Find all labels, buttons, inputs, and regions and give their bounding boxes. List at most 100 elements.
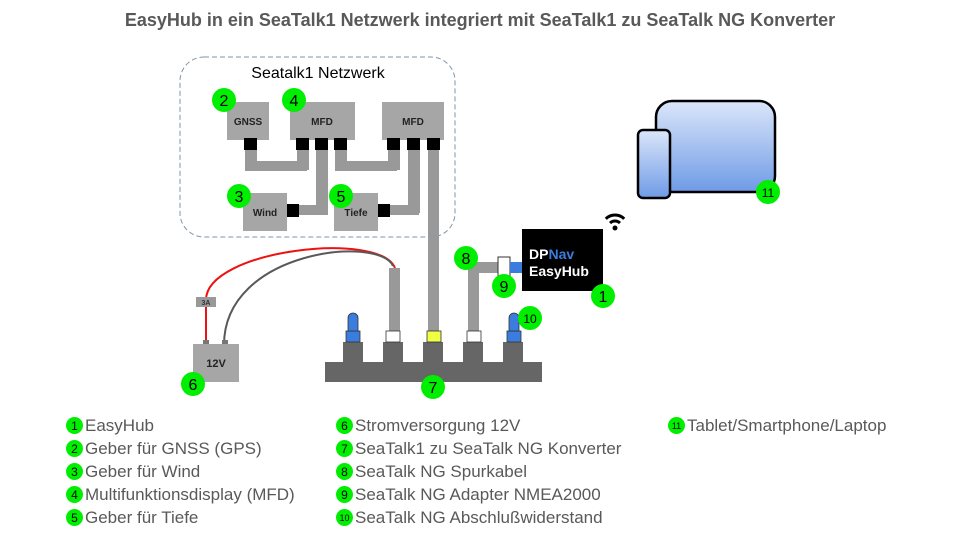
badge-2: 2 [212,88,236,112]
wifi-icon [604,213,626,231]
badge-3: 3 [227,184,251,208]
svg-text:8: 8 [462,251,471,268]
legend-badge: 8 [336,463,353,480]
port-spur [466,330,482,343]
adapter-link [510,262,523,273]
connector [296,138,309,150]
power-feed-cable [389,268,400,331]
svg-text:4: 4 [290,93,299,110]
legend-badge: 1 [66,417,83,434]
svg-text:11: 11 [762,186,775,200]
power-label: 12V [206,358,226,370]
easyhub-device: DPNav EasyHub [522,229,603,291]
legend-badge: 3 [66,463,83,480]
cable-segment [388,205,419,215]
tablet-smartphone-icon [636,99,777,200]
badge-10: 10 [518,306,542,330]
badge-8: 8 [454,246,478,270]
gnss-device: GNSS [227,102,269,150]
svg-text:6: 6 [189,377,198,394]
badge-6: 6 [181,372,205,396]
seatalk-converter [325,342,542,382]
svg-text:5: 5 [337,189,346,206]
terminator-port-left [345,330,361,343]
badge-1: 1 [591,284,615,308]
legend-text: Stromversorgung 12V [355,415,521,435]
legend-text: SeaTalk NG Adapter NMEA2000 [355,484,601,504]
svg-text:9: 9 [500,279,509,296]
seatalk1-network-group: Seatalk1 Netzwerk [179,56,456,238]
legend-text: SeaTalk NG Spurkabel [355,461,527,481]
cable-segment [388,145,400,170]
terminator-port-right [506,330,522,343]
power-cable-negative [223,250,394,346]
terminator-right [508,312,520,332]
cable-to-converter [428,145,439,331]
cable-segment [297,145,309,170]
wind-device: Wind [243,193,299,231]
badge-5: 5 [329,184,353,208]
legend-text: Geber für GNSS (GPS) [85,438,262,458]
mfd1-label: MFD [311,117,333,128]
connector [427,138,440,150]
cable-segment [408,145,420,213]
fuse: 3A [196,297,216,307]
tiefe-label: Tiefe [344,208,368,219]
port-power [385,330,401,343]
connector [334,138,347,150]
svg-text:2: 2 [220,93,229,110]
seatalk1-cables [245,145,439,331]
legend-badge: 10 [336,509,353,526]
connector [287,204,299,217]
svg-text:10: 10 [523,312,537,326]
connector [387,138,400,150]
network-group-label: Seatalk1 Netzwerk [251,65,385,82]
legend-badge: 7 [336,440,353,457]
legend-badge: 9 [336,486,353,503]
badge-9: 9 [492,274,516,298]
easyhub-brand: DPNav [529,246,574,262]
port-seatalk1 [426,330,442,343]
power-cable-positive [205,247,396,345]
legend-text: Tablet/Smartphone/Laptop [687,415,887,435]
legend-badge: 2 [66,440,83,457]
cable-segment [245,161,307,171]
connector [378,204,390,217]
spur-cable [468,262,500,331]
mfd-device-2: MFD [382,102,444,150]
cable-segment [316,145,328,213]
legend-text: SeaTalk NG Abschlußwiderstand [355,507,603,527]
svg-text:3: 3 [235,189,244,206]
connector [315,138,328,150]
fuse-label: 3A [202,300,211,307]
connector [407,138,420,150]
gnss-label: GNSS [234,117,263,128]
legend-badge: 5 [66,509,83,526]
cable-segment [335,161,397,171]
legend-text: Geber für Wind [85,461,201,481]
mfd2-label: MFD [402,117,424,128]
easyhub-name: EasyHub [529,263,589,279]
diagram-title: EasyHub in ein SeaTalk1 Netzwerk integri… [124,10,836,30]
connector [244,138,257,150]
badge-11: 11 [756,180,780,204]
cable-segment [297,205,328,215]
legend-badge: 6 [336,417,353,434]
legend-text: EasyHub [85,415,154,435]
badge-4: 4 [282,88,306,112]
wind-label: Wind [253,208,277,219]
legend-badge: 4 [66,486,83,503]
